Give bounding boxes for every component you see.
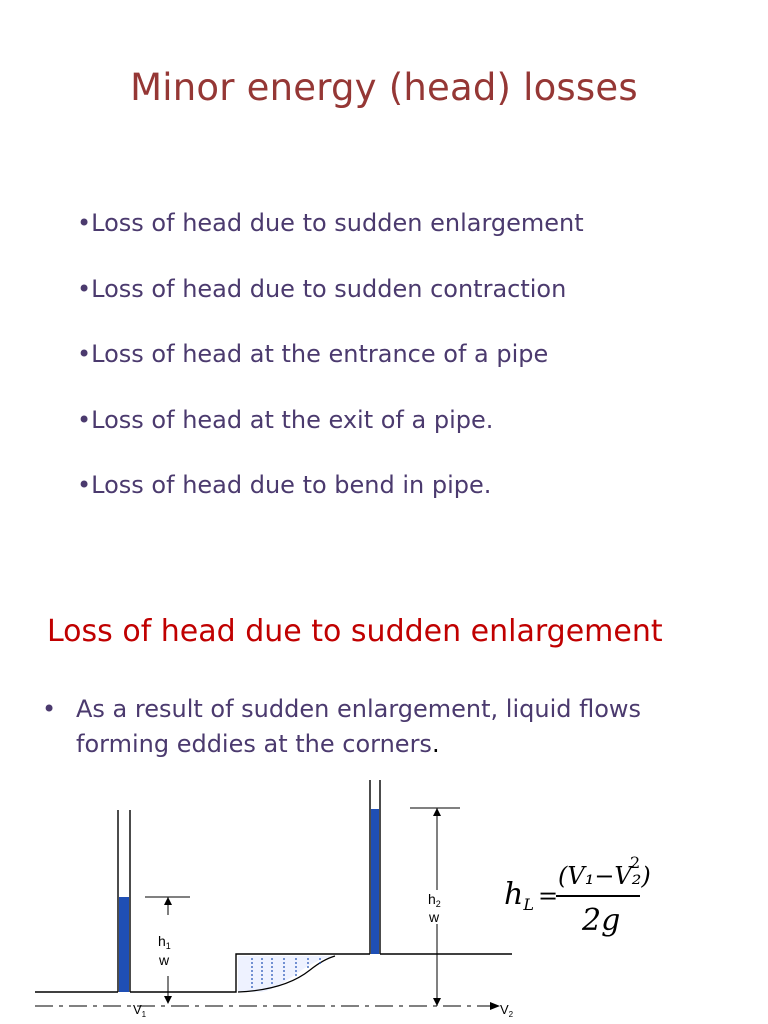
label-h1: h1 (158, 933, 171, 951)
label-h2: h2 (428, 891, 441, 909)
bullet-item: •Loss of head due to sudden enlargement (77, 209, 584, 237)
bullet-item: •Loss of head due to sudden contraction (77, 274, 567, 303)
eddy-region (237, 955, 336, 993)
arrow-up-icon (433, 808, 441, 816)
piezometer-water-2 (371, 809, 379, 954)
arrow-down-icon (164, 996, 172, 1004)
slide-title: Minor energy (head) losses (130, 66, 638, 109)
bullet-item: •Loss of head at the exit of a pipe. (77, 405, 494, 434)
paragraph-text-wrap: As a result of sudden enlargement, liqui… (76, 692, 702, 762)
bullet-dot: • (42, 695, 57, 723)
bullet-item: •Loss of head due to bend in pipe. (77, 471, 492, 499)
section-paragraph: • As a result of sudden enlargement, liq… (42, 692, 702, 762)
arrow-down-icon (433, 998, 441, 1006)
flow-arrow-icon (490, 1002, 500, 1010)
sudden-enlargement-diagram: h1 w h2 w V1 V2 hL = (V₁−V₂) 2 2g (35, 780, 651, 1019)
svg-text:(V₁−V₂): (V₁−V₂) (558, 862, 651, 890)
label-v1: V1 (133, 1002, 147, 1019)
head-loss-formula: hL = (V₁−V₂) 2 2g (504, 853, 651, 938)
label-w2: w (428, 909, 440, 925)
piezometer-water-1 (119, 897, 129, 992)
paragraph-period: . (431, 730, 440, 758)
bullet-list: •Loss of head due to sudden enlargement … (77, 206, 584, 534)
paragraph-text: As a result of sudden enlargement, liqui… (76, 695, 642, 758)
label-w1: w (158, 952, 170, 968)
svg-text:=: = (538, 882, 558, 910)
bullet-item: •Loss of head at the entrance of a pipe (77, 340, 549, 368)
svg-text:2: 2 (630, 853, 640, 872)
svg-text:hL: hL (504, 877, 534, 914)
section-title: Loss of head due to sudden enlargement (47, 614, 663, 649)
label-v2: V2 (500, 1002, 514, 1019)
svg-text:2g: 2g (581, 903, 620, 938)
arrow-up-icon (164, 897, 172, 905)
